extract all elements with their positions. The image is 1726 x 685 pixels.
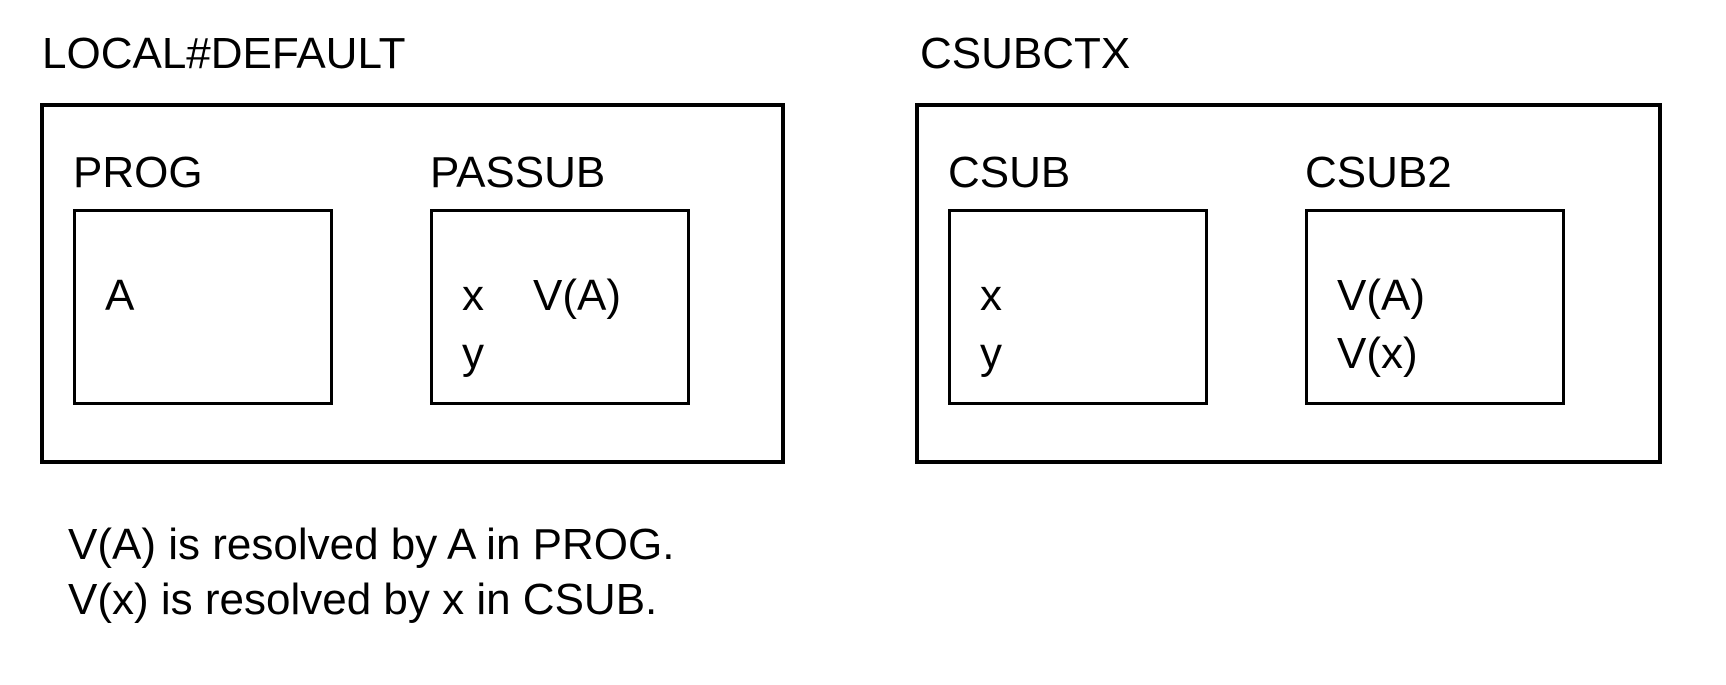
frame-cell: y (980, 329, 1002, 378)
frame-cell: y (462, 329, 484, 378)
note-line-va: V(A) is resolved by A in PROG. (68, 520, 675, 569)
csub-frame-box: x y (948, 209, 1208, 405)
csub2-frame: CSUB2 V(A) V(x) (1305, 147, 1565, 405)
frame-row: x (980, 267, 1205, 325)
frame-cell: x (462, 271, 484, 320)
frame-row: V(A) (1337, 267, 1562, 325)
prog-frame-box: A (73, 209, 333, 405)
frame-row: y (980, 325, 1205, 383)
frame-row: x V(A) (462, 267, 687, 325)
frame-cell: A (105, 271, 135, 320)
frame-row: A (105, 267, 330, 325)
frame-row: V(x) (1337, 325, 1562, 383)
note-line-vx: V(x) is resolved by x in CSUB. (68, 575, 658, 624)
csub-frame: CSUB x y (948, 147, 1208, 405)
frame-cell: V(A) (1337, 271, 1425, 320)
csubctx-title: CSUBCTX (920, 29, 1131, 78)
passub-frame: PASSUB x V(A) y (430, 147, 690, 405)
frame-cell: x (980, 271, 1002, 320)
frame-cell: V(x) (1337, 329, 1418, 378)
passub-frame-box: x V(A) y (430, 209, 690, 405)
frame-row: y (462, 325, 687, 383)
csub-frame-title: CSUB (948, 148, 1071, 197)
resolution-notes: V(A) is resolved by A in PROG. V(x) is r… (68, 517, 674, 627)
csub2-frame-title: CSUB2 (1305, 148, 1452, 197)
local-default-context-box: PROG A PASSUB x V(A) y (40, 103, 785, 464)
csubctx-context-box: CSUB x y CSUB2 V(A) V(x) (915, 103, 1662, 464)
passub-frame-title: PASSUB (430, 148, 606, 197)
csub2-frame-box: V(A) V(x) (1305, 209, 1565, 405)
prog-frame: PROG A (73, 147, 333, 405)
local-default-title: LOCAL#DEFAULT (42, 29, 406, 78)
frame-cell: V(A) (533, 271, 621, 320)
prog-frame-title: PROG (73, 148, 203, 197)
